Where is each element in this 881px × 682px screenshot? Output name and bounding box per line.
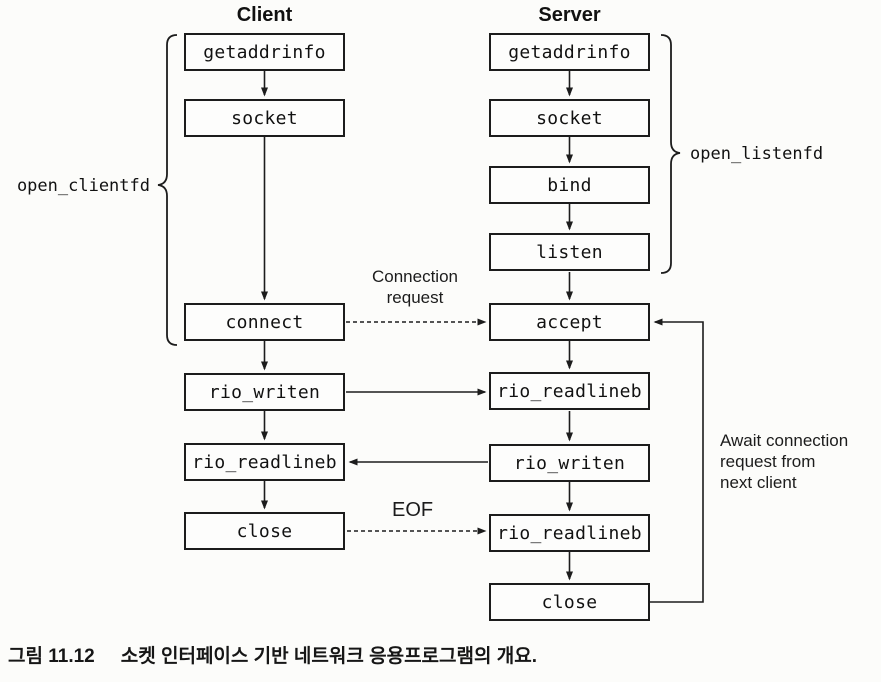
brace-open-listenfd [660, 34, 681, 274]
server-rio-readlineb-box-1: rio_readlineb [489, 372, 650, 410]
server-getaddrinfo-box: getaddrinfo [489, 33, 650, 71]
client-getaddrinfo-box: getaddrinfo [184, 33, 345, 71]
server-column-header: Server [538, 4, 601, 26]
open-clientfd-label: open_clientfd [16, 176, 150, 196]
brace-open-clientfd [157, 34, 178, 346]
server-bind-box: bind [489, 166, 650, 204]
server-listen-box: listen [489, 233, 650, 271]
await-line-1: Await connection [720, 431, 849, 450]
client-rio-writen-box: rio_writen [184, 373, 345, 411]
server-close-box: close [489, 583, 650, 621]
client-rio-readlineb-box: rio_readlineb [184, 443, 345, 481]
open-listenfd-label: open_listenfd [690, 144, 824, 164]
figure-caption-text: 소켓 인터페이스 기반 네트워크 응용프로그램의 개요. [120, 646, 537, 667]
eof-label: EOF [392, 499, 434, 521]
connection-request-line-2: request [386, 288, 444, 307]
await-connection-label: Await connection request from next clien… [720, 430, 848, 493]
server-rio-writen-box: rio_writen [489, 444, 650, 482]
await-line-2: request from [720, 452, 816, 471]
figure-caption: 그림 11.12 소켓 인터페이스 기반 네트워크 응용프로그램의 개요. [8, 641, 537, 668]
server-socket-box: socket [489, 99, 650, 137]
connection-request-line-1: Connection [371, 267, 458, 286]
await-line-3: next client [720, 473, 797, 492]
client-socket-box: socket [184, 99, 345, 137]
server-rio-readlineb-box-2: rio_readlineb [489, 514, 650, 552]
figure-number: 그림 11.12 [8, 646, 95, 667]
client-column-header: Client [236, 4, 293, 26]
client-connect-box: connect [184, 303, 345, 341]
server-accept-box: accept [489, 303, 650, 341]
client-close-box: close [184, 512, 345, 550]
arrow-await-loop [650, 318, 704, 603]
connection-request-label: Connection request [350, 266, 480, 308]
